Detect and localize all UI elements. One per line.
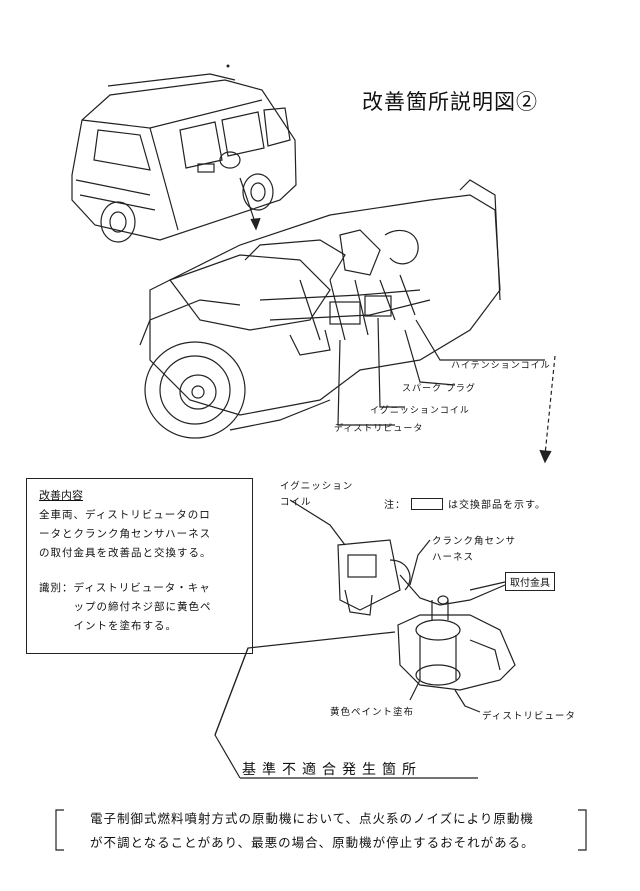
- callout-distributor: ディストリビュータ: [334, 424, 424, 434]
- van-illustration: [71, 73, 297, 243]
- callout-ignition-coil: イグニッションコイル: [370, 406, 470, 416]
- callout-spark-plug: スパーク プラグ: [402, 384, 476, 394]
- label-mounting-bracket: 取付金具: [505, 572, 555, 591]
- identification-line: ップの締付ネジ部に黄色ペ: [39, 601, 212, 613]
- label-ignition-coil-2: コイル: [280, 497, 312, 508]
- defect-location-caption: 基準不適合発生箇所: [242, 762, 422, 778]
- improvement-line: 全車両、ディストリビュータのロ: [39, 509, 211, 521]
- callout-high-tension-coil: ハイテンションコイル: [451, 361, 551, 371]
- distributor-detail-illustration: [214, 499, 516, 779]
- replacement-part-swatch: [411, 497, 443, 510]
- improvement-line: ータとクランク角センサハーネス: [39, 528, 212, 540]
- note-text: は交換部品を示す。: [448, 500, 546, 511]
- improvement-line: の取付金具を改善品と交換する。: [39, 547, 212, 559]
- label-distributor-detail: ディストリビュータ: [482, 711, 576, 722]
- identification-line: イントを塗布する。: [39, 620, 177, 632]
- label-crank-sensor-1: クランク角センサ: [432, 536, 517, 547]
- note-prefix: 注：: [384, 500, 406, 511]
- legend-note: 注： は交換部品を示す。: [384, 496, 546, 511]
- improvement-heading: 改善内容: [39, 489, 83, 502]
- improvement-details-box: 改善内容 全車両、ディストリビュータのロ ータとクランク角センサハーネス の取付…: [26, 478, 253, 654]
- label-crank-sensor-2: ハーネス: [432, 552, 475, 563]
- label-ignition-coil-1: イグニッション: [280, 481, 354, 492]
- engine-bay-illustration: [139, 179, 556, 464]
- warning-statement: 電子制御式燃料噴射方式の原動機において、点火系のノイズにより原動機 が不調となる…: [58, 808, 586, 852]
- page-title: 改善箇所説明図②: [362, 90, 538, 114]
- label-yellow-paint: 黄色ペイント塗布: [330, 707, 415, 718]
- warning-line: が不調となることがあり、最悪の場合、原動機が停止するおそれがある。: [90, 835, 535, 850]
- warning-line: 電子制御式燃料噴射方式の原動機において、点火系のノイズにより原動機: [90, 811, 534, 826]
- identification-line: 識別：ディストリビュータ・キャ: [39, 582, 211, 594]
